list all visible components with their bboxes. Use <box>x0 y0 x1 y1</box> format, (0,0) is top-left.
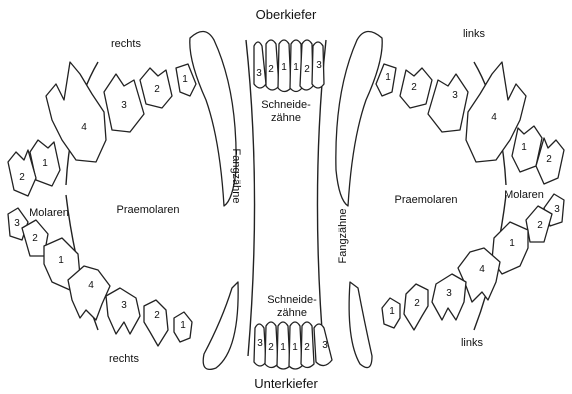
right-top-label: rechts <box>111 38 141 50</box>
lower-incisors-number-1: 3 <box>257 338 263 349</box>
incisors-top-label-line2: zähne <box>271 112 301 124</box>
right-lower-premolars-number-3: 2 <box>414 298 420 309</box>
right-upper-premolars-number-2: 2 <box>411 82 417 93</box>
left-lower-premolar-3 <box>106 288 140 334</box>
left-lower-premolar-4 <box>68 266 110 320</box>
upper-incisors-number-2: 2 <box>268 64 274 75</box>
left-lower-molars-number-3: 1 <box>58 255 64 266</box>
left-lower-molars-number-2: 2 <box>32 233 38 244</box>
left-upper-premolars-number-2: 2 <box>154 84 160 95</box>
lower-incisors-number-4: 1 <box>292 342 298 353</box>
lower-jaw-label: Unterkiefer <box>254 376 318 391</box>
lower-incisors-number-3: 1 <box>280 342 286 353</box>
lower-incisors-number-6: 3 <box>322 340 328 351</box>
right-lower-molars-number-3: 1 <box>509 238 515 249</box>
right-bottom-label: rechts <box>109 353 139 365</box>
upper-incisors-number-1: 3 <box>256 68 262 79</box>
left-bottom-label: links <box>461 337 484 349</box>
incisors-bottom-label-line2: zähne <box>277 307 307 319</box>
left-upper-premolars-number-4: 4 <box>81 122 87 133</box>
upper-incisors-number-4: 1 <box>293 62 299 73</box>
right-upper-premolars-number-1: 1 <box>385 72 391 83</box>
right-lower-canine <box>349 282 372 368</box>
right-upper-premolars-number-4: 4 <box>491 112 497 123</box>
left-top-label: links <box>463 28 486 40</box>
molars-right-label: Molaren <box>504 189 544 201</box>
right-upper-premolar-3 <box>428 74 468 132</box>
right-upper-premolars-number-3: 3 <box>452 90 458 101</box>
right-lower-premolars-number-1: 4 <box>479 264 485 275</box>
upper-incisors-number-3: 1 <box>281 62 287 73</box>
molars-left-label: Molaren <box>29 207 69 219</box>
right-lower-molars-number-1: 3 <box>554 204 560 215</box>
lower-incisors-number-2: 2 <box>268 342 274 353</box>
left-inner-curve <box>246 40 255 356</box>
left-upper-premolars-number-3: 3 <box>121 100 127 111</box>
left-lower-premolars-number-1: 4 <box>88 280 94 291</box>
incisors-bottom-label-line1: Schneide- <box>267 294 317 306</box>
right-lower-molars-number-2: 2 <box>537 220 543 231</box>
lower-incisors-number-5: 2 <box>304 342 310 353</box>
left-upper-molars-number-2: 2 <box>19 172 25 183</box>
upper-incisors <box>254 40 324 92</box>
left-upper-molars-number-1: 1 <box>42 158 48 169</box>
left-lower-premolars-number-3: 2 <box>154 310 160 321</box>
incisors-top-label-line1: Schneide- <box>261 99 311 111</box>
right-upper-molars-number-1: 1 <box>521 142 527 153</box>
upper-incisors-number-6: 3 <box>316 60 322 71</box>
upper-incisors-number-5: 2 <box>304 64 310 75</box>
right-upper-molars-number-2: 2 <box>546 154 552 165</box>
upper-jaw-label: Oberkiefer <box>256 7 317 22</box>
left-upper-canine <box>190 31 236 206</box>
premolars-right-label: Praemolaren <box>395 194 458 206</box>
right-lower-premolars-number-2: 3 <box>446 288 452 299</box>
right-upper-canine <box>336 31 382 206</box>
canines-left-label: Fangzähne <box>230 148 242 203</box>
left-lower-premolar-2 <box>144 300 168 346</box>
left-lower-canine <box>203 282 238 369</box>
left-lower-premolars-number-4: 1 <box>180 320 186 331</box>
canines-right-label: Fangzähne <box>337 208 349 263</box>
left-upper-premolars-number-1: 1 <box>182 74 188 85</box>
left-lower-premolars-number-2: 3 <box>121 300 127 311</box>
left-lower-molars-number-1: 3 <box>14 218 20 229</box>
premolars-left-label: Praemolaren <box>117 204 180 216</box>
right-lower-premolars-number-4: 1 <box>389 306 395 317</box>
upper-incisor-r3 <box>254 42 266 88</box>
